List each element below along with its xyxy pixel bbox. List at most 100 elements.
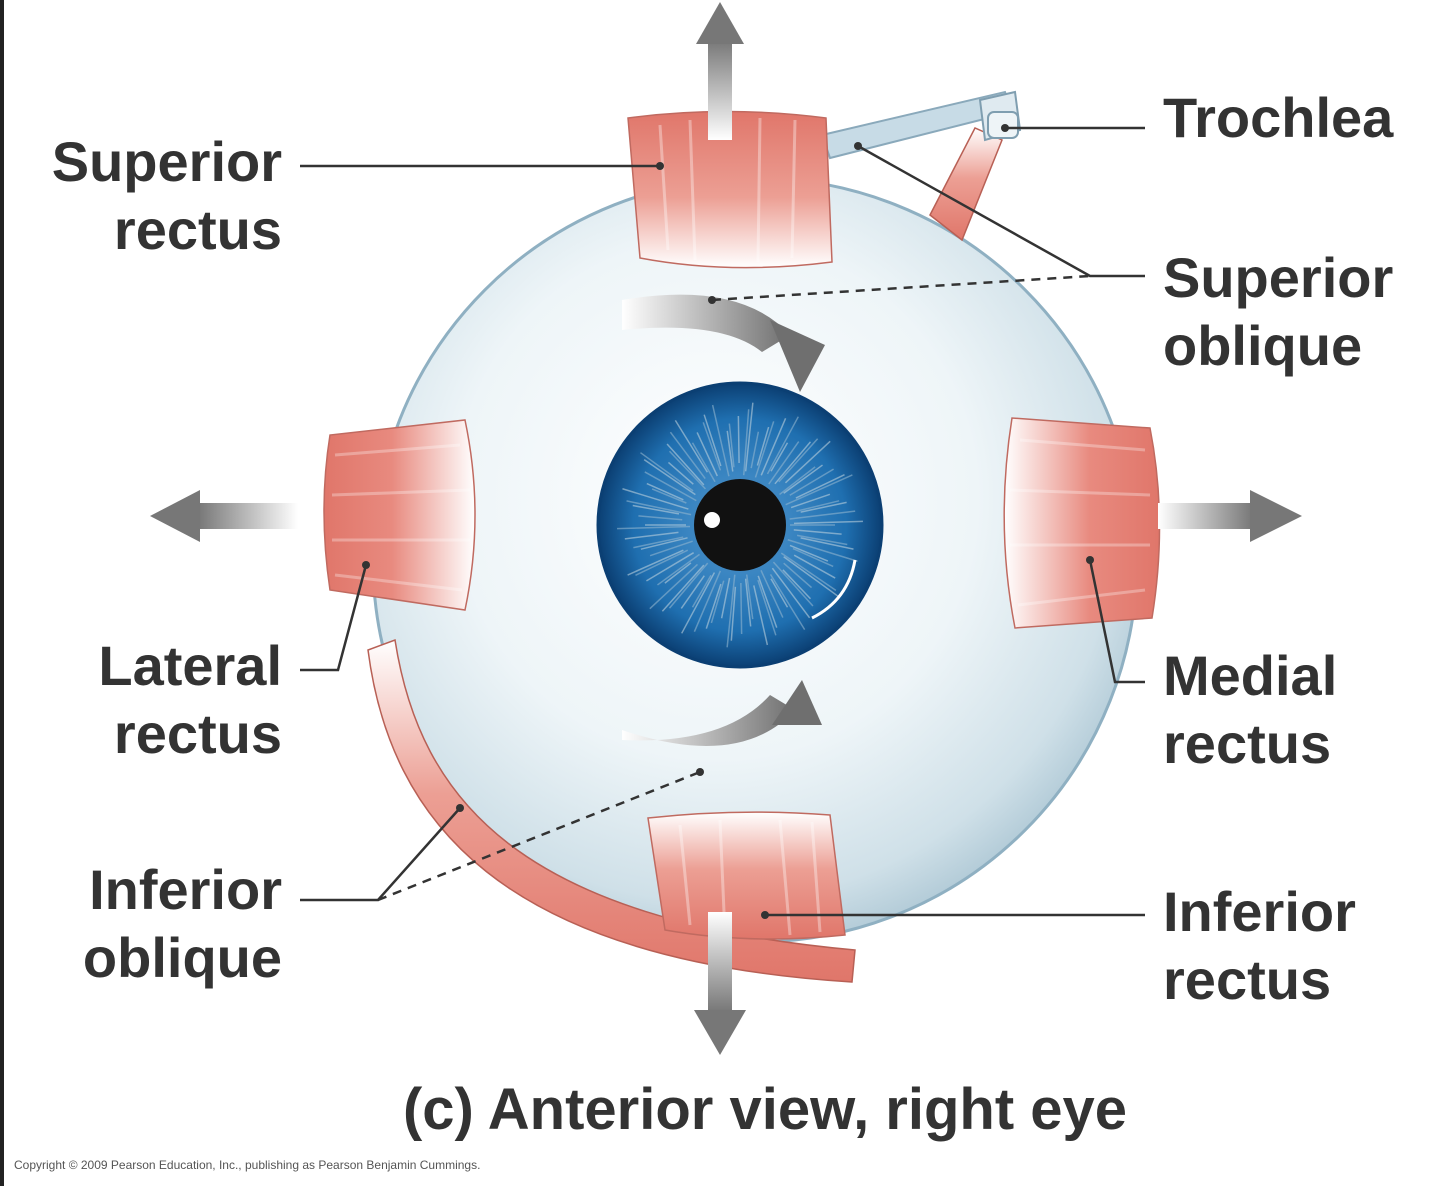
iris-fiber: [793, 529, 842, 535]
figure-caption: (c) Anterior view, right eye: [402, 1077, 1128, 1142]
iris-fiber: [703, 414, 722, 467]
iris-fiber: [730, 586, 737, 641]
iris-fiber: [693, 570, 722, 632]
iris-fiber: [667, 461, 694, 485]
label-medial-rectus: Medial rectus: [1163, 642, 1337, 778]
iris-fiber: [800, 537, 854, 550]
iris-fiber: [778, 438, 819, 483]
iris-fiber: [785, 474, 853, 506]
inferior-oblique-muscle: [367, 638, 856, 983]
iris-fiber: [668, 562, 709, 609]
iris-fiber: [754, 421, 775, 478]
iris-fiber: [666, 443, 705, 486]
label-lateral-rectus-line2: rectus: [113, 702, 282, 765]
label-superior-rectus-line2: rectus: [113, 198, 282, 261]
iris-fiber: [792, 547, 834, 568]
iris-fiber: [766, 416, 799, 475]
iris-fiber: [705, 583, 722, 629]
iris-fiber: [742, 409, 750, 476]
label-trochlea: Trochlea: [1163, 84, 1393, 152]
iris-fiber: [649, 540, 693, 557]
iris-fibers: [617, 402, 863, 648]
iris-fiber: [661, 564, 705, 612]
label-superior-rectus: Superior rectus: [52, 128, 282, 264]
iris-fiber: [617, 525, 691, 530]
label-superior-rectus-line1: Superior: [51, 130, 282, 193]
iris-fiber: [787, 539, 858, 562]
iris-fiber: [728, 423, 735, 468]
iris-fiber: [760, 570, 784, 618]
right-arrow: [1158, 490, 1302, 542]
iris-fiber: [780, 552, 837, 591]
iris-fiber: [757, 575, 778, 628]
iris-fiber: [789, 468, 834, 496]
iris-fiber: [674, 419, 709, 473]
iris-fiber: [789, 510, 856, 520]
superior-oblique-rotation-arrow: [622, 294, 825, 392]
label-lateral-rectus: Lateral rectus: [98, 632, 282, 768]
label-lateral-rectus-line1: Lateral: [98, 634, 282, 697]
label-trochlea-line1: Trochlea: [1163, 86, 1394, 149]
leader-medial-rectus: [1088, 559, 1145, 684]
iris-fiber: [646, 482, 684, 501]
iris-fiber: [740, 582, 743, 634]
iris-fiber: [774, 441, 812, 485]
iris-fiber: [772, 561, 814, 607]
label-superior-oblique-line2: oblique: [1163, 314, 1363, 377]
iris-fiber: [800, 501, 847, 513]
iris-fiber: [681, 572, 716, 634]
iris-fiber: [711, 404, 730, 477]
inferior-rectus-muscle: [647, 811, 846, 940]
iris-fiber: [646, 552, 695, 582]
iris-fiber: [635, 549, 689, 576]
iris-fiber: [793, 520, 863, 525]
iris-fiber: [668, 450, 706, 490]
leader-lines: [300, 124, 1145, 919]
iris-fiber: [720, 577, 731, 619]
iris-fiber: [651, 488, 687, 504]
iris-fiber: [644, 471, 697, 502]
iris-fiber: [744, 578, 752, 627]
label-inferior-oblique: Inferior oblique: [83, 856, 282, 992]
left-arrow: [150, 490, 298, 542]
iris-fiber: [753, 585, 769, 646]
iris-fiber: [633, 536, 684, 549]
iris-fiber: [643, 459, 696, 496]
cornea-reflection: [811, 559, 857, 620]
iris-fiber: [696, 432, 718, 477]
label-superior-oblique-line1: Superior: [1163, 246, 1394, 309]
superior-rectus-muscle: [627, 110, 833, 269]
pupil-highlight: [704, 512, 720, 528]
leader-superior-oblique: [857, 144, 1145, 278]
label-inferior-rectus-line2: rectus: [1163, 948, 1332, 1011]
iris-fiber: [627, 549, 684, 576]
iris-fiber: [795, 474, 845, 499]
iris-fiber: [669, 431, 706, 480]
iris-fiber: [771, 567, 811, 619]
iris-fiber: [768, 441, 800, 485]
inferior-oblique-rotation-arrow: [622, 680, 822, 746]
label-superior-oblique: Superior oblique: [1163, 244, 1393, 380]
iris-fiber: [784, 440, 831, 484]
iris-fiber: [632, 504, 680, 515]
leader-lateral-rectus: [300, 564, 368, 672]
iris-fiber: [779, 466, 816, 496]
iris-fiber: [769, 573, 806, 631]
iris-fiber: [796, 500, 840, 512]
iris-fiber: [622, 488, 689, 510]
iris-fiber: [770, 578, 789, 608]
iris-fiber: [756, 426, 770, 466]
iris-fiber: [770, 442, 789, 472]
left-border: [0, 0, 4, 1186]
iris-fiber: [702, 422, 722, 471]
label-inferior-oblique-line2: oblique: [82, 926, 282, 989]
iris-fiber: [783, 464, 823, 494]
iris-fiber: [745, 574, 754, 620]
iris-fiber: [649, 563, 698, 610]
iris-fiber: [626, 500, 692, 516]
iris-fiber: [657, 553, 700, 586]
iris-fiber: [796, 534, 848, 546]
iris-fiber: [783, 562, 813, 589]
label-medial-rectus-line2: rectus: [1163, 712, 1332, 775]
